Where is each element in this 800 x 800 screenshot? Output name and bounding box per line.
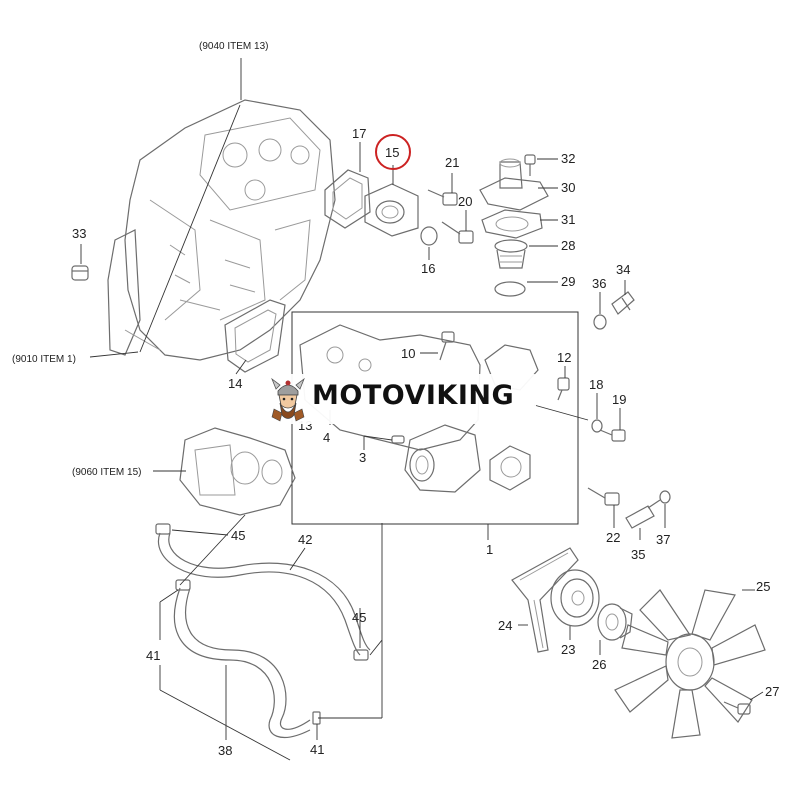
thermostat-28 <box>494 239 528 269</box>
dowel-3 <box>391 435 405 444</box>
callout-29: 29 <box>561 274 575 289</box>
assembly-1-box <box>291 311 579 525</box>
bolt-22 <box>587 487 620 506</box>
callout-4: 4 <box>323 430 330 445</box>
callout-28: 28 <box>561 238 575 253</box>
viking-logo-icon <box>271 377 305 422</box>
callout-22: 22 <box>606 530 620 545</box>
clamp-45-upper <box>155 523 171 535</box>
callout-31: 31 <box>561 212 575 227</box>
callout-35: 35 <box>631 547 645 562</box>
ref-9040-item-13: (9040 ITEM 13) <box>199 41 268 52</box>
bolt-12 <box>557 377 570 401</box>
washer-18 <box>591 419 603 433</box>
thermostat-cover-30 <box>479 158 549 211</box>
callout-41-bottom: 41 <box>310 742 324 757</box>
callout-23: 23 <box>561 642 575 657</box>
callout-26: 26 <box>592 657 606 672</box>
callout-12: 12 <box>557 350 571 365</box>
callout-19: 19 <box>612 392 626 407</box>
fan-pulley-23 <box>550 569 600 627</box>
bolt-32 <box>524 154 536 176</box>
seal-ring-29 <box>494 281 526 297</box>
bolt-27 <box>723 701 751 715</box>
plug-33 <box>71 265 89 281</box>
motoviking-watermark: MOTOVIKING <box>264 374 536 424</box>
oil-cooler-assembly <box>179 427 296 516</box>
temp-sensor-35 <box>625 499 661 529</box>
washer-37 <box>659 490 671 504</box>
clamp-45-mid <box>175 579 191 591</box>
hose-42 <box>157 532 371 656</box>
callout-41-left: 41 <box>146 648 160 663</box>
hose-38 <box>173 587 311 739</box>
clamp-45-lower <box>353 649 369 661</box>
water-outlet-15 <box>364 183 419 237</box>
gasket-17 <box>324 169 371 229</box>
washer-36 <box>593 314 607 330</box>
callout-18: 18 <box>589 377 603 392</box>
callout-38: 38 <box>218 743 232 758</box>
callout-10: 10 <box>401 346 415 361</box>
callout-17: 17 <box>352 126 366 141</box>
callout-1: 1 <box>486 542 493 557</box>
callout-32: 32 <box>561 151 575 166</box>
ref-9010-item-1: (9010 ITEM 1) <box>12 354 76 365</box>
callout-37: 37 <box>656 532 670 547</box>
callout-3: 3 <box>359 450 366 465</box>
callout-30: 30 <box>561 180 575 195</box>
callout-16: 16 <box>421 261 435 276</box>
o-ring-16 <box>420 226 438 246</box>
v-belt-24 <box>511 547 579 653</box>
callout-21: 21 <box>445 155 459 170</box>
callout-42: 42 <box>298 532 312 547</box>
bolt-21 <box>427 189 458 206</box>
callout-33: 33 <box>72 226 86 241</box>
callout-45-lower: 45 <box>352 610 366 625</box>
callout-24: 24 <box>498 618 512 633</box>
callout-14: 14 <box>228 376 242 391</box>
callout-45-upper: 45 <box>231 528 245 543</box>
gasket-31 <box>481 209 543 239</box>
engine-block <box>107 99 336 361</box>
bolt-19 <box>599 429 626 442</box>
callout-25: 25 <box>756 579 770 594</box>
sensor-34 <box>611 291 635 315</box>
highlight-circle <box>375 134 411 170</box>
bolt-10 <box>439 331 455 361</box>
callout-15: 15 <box>385 145 399 160</box>
bolt-20 <box>441 221 474 244</box>
callout-34: 34 <box>616 262 630 277</box>
callout-36: 36 <box>592 276 606 291</box>
cooling-fan-25 <box>614 589 766 739</box>
watermark-text: MOTOVIKING <box>312 380 515 411</box>
gasket-14 <box>224 299 286 373</box>
callout-27: 27 <box>765 684 779 699</box>
ref-9060-item-15: (9060 ITEM 15) <box>72 467 141 478</box>
callout-20: 20 <box>458 194 472 209</box>
spacer-26 <box>597 603 633 641</box>
